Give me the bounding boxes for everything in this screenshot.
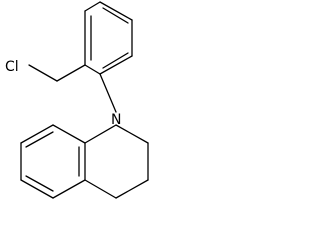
bond-c8-to-c8a [52,124,86,144]
chloromethyl-group [28,64,86,82]
bond-n-to-c8a [84,124,117,144]
benzene-ring-top [84,1,133,75]
bond-n-to-c2 [115,124,149,144]
bond-ring-to-ch2 [56,64,86,82]
bond-ring-top-3 [99,55,133,75]
benzene-ring-fused [20,124,86,199]
bond-ring-top-6 [84,1,101,12]
bond-c7-to-c8 [20,124,54,144]
saturated-ring [84,124,149,199]
molecule-structure: Cl N [5,1,149,199]
bond-ch2-to-cl [28,64,58,82]
bond-c5-to-c6 [20,179,54,199]
chlorine-atom-label: Cl [5,59,19,75]
bond-c5-to-c6-inner [25,175,54,192]
bond-ring-top-1-inner [102,7,129,24]
bond-ring-top-1 [99,1,133,21]
nitrogen-atom-label: N [111,112,121,128]
bond-aryl-to-nitrogen [99,73,117,113]
bond-c4-to-c4a [84,179,117,199]
bond-ring-top-4 [84,64,101,75]
bond-ring-top-3-inner [102,52,129,69]
bond-c3-to-c4 [115,179,149,199]
bond-c7-to-c8-inner [25,131,54,148]
bond-c4a-to-c5 [52,179,86,199]
